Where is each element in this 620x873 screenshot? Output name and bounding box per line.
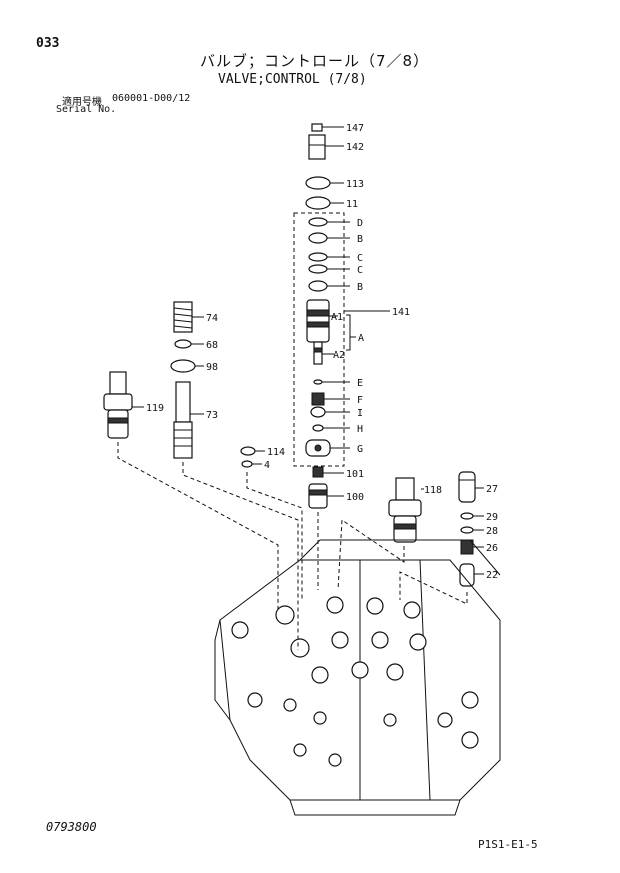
part-a1-spool-sleeve (306, 299, 330, 343)
callout-leaders (132, 126, 484, 575)
part-e-washer (313, 379, 323, 385)
part-101-spring (312, 466, 324, 478)
callout-h: H (357, 424, 363, 435)
part-114-oring (240, 446, 256, 456)
callout-28: 28 (486, 526, 498, 537)
part-d-ring (308, 217, 328, 227)
page-title-japanese: バルブ；コントロール（7／8） (200, 52, 430, 70)
callout-101: 101 (346, 469, 364, 480)
part-147-cap (311, 123, 323, 132)
part-c-ring-lower (308, 264, 328, 274)
callout-e: E (357, 378, 363, 389)
callout-29: 29 (486, 512, 498, 523)
part-68-washer (174, 339, 192, 349)
callout-119: 119 (146, 403, 164, 414)
part-74-spring (173, 301, 193, 333)
callout-73: 73 (206, 410, 218, 421)
part-100-piston (308, 483, 328, 509)
callout-68: 68 (206, 340, 218, 351)
callout-b-lower: B (357, 282, 363, 293)
part-119-solenoid (103, 371, 133, 439)
callout-b-upper: B (357, 234, 363, 245)
part-29-ring (460, 512, 474, 520)
callout-27: 27 (486, 484, 498, 495)
callout-114: 114 (267, 447, 285, 458)
serial-label-english: Serial No. (56, 104, 117, 115)
drawing-number: 0793800 (46, 820, 97, 834)
callout-4: 4 (264, 460, 270, 471)
part-b-ring-lower (308, 280, 328, 292)
serial-range: 060001-D00/12 (112, 93, 191, 104)
part-g-seat (305, 439, 331, 457)
callout-c-lower: C (357, 265, 363, 276)
callout-118: 118 (424, 485, 442, 496)
part-b-ring-upper (308, 232, 328, 244)
callout-a: A (358, 333, 364, 344)
part-118-solenoid (388, 477, 422, 543)
callout-g: G (357, 444, 363, 455)
part-h-ring (312, 424, 324, 432)
callout-142: 142 (346, 142, 364, 153)
page-title-english: VALVE;CONTROL (7/8) (218, 72, 367, 87)
page-code: P1S1-E1-5 (478, 838, 538, 851)
part-142-plug (308, 134, 326, 160)
part-98-oring (170, 359, 196, 373)
part-113-oring (305, 176, 331, 190)
part-a2-spool-stem (313, 341, 323, 365)
callout-11: 11 (346, 199, 358, 210)
callout-100: 100 (346, 492, 364, 503)
callout-a2: A2 (333, 350, 345, 361)
callout-a1: A1 (331, 312, 343, 323)
part-28-ring (460, 526, 474, 534)
callout-141: 141 (392, 307, 410, 318)
serial-label-japanese: 適用号機 (62, 97, 102, 108)
callout-d: D (357, 218, 363, 229)
callout-22: 22 (486, 570, 498, 581)
valve-body (214, 539, 501, 816)
part-i-ring (310, 406, 326, 418)
page-number: 033 (36, 36, 60, 51)
part-4-ring (241, 460, 253, 468)
callout-f: F (357, 395, 363, 406)
callout-i: I (357, 408, 363, 419)
callout-c-upper: C (357, 253, 363, 264)
callout-147: 147 (346, 123, 364, 134)
part-c-ring-upper (308, 252, 328, 262)
part-f-spring (311, 392, 325, 406)
callout-113: 113 (346, 179, 364, 190)
part-27-plug (458, 471, 476, 503)
callout-74: 74 (206, 313, 218, 324)
assembly-141-boundary (293, 212, 345, 467)
callout-98: 98 (206, 362, 218, 373)
assembly-leader-lines (117, 442, 468, 650)
part-73-shaft (173, 381, 193, 459)
part-22-poppet (459, 563, 475, 587)
callout-26: 26 (486, 543, 498, 554)
part-11-oring (305, 196, 331, 210)
